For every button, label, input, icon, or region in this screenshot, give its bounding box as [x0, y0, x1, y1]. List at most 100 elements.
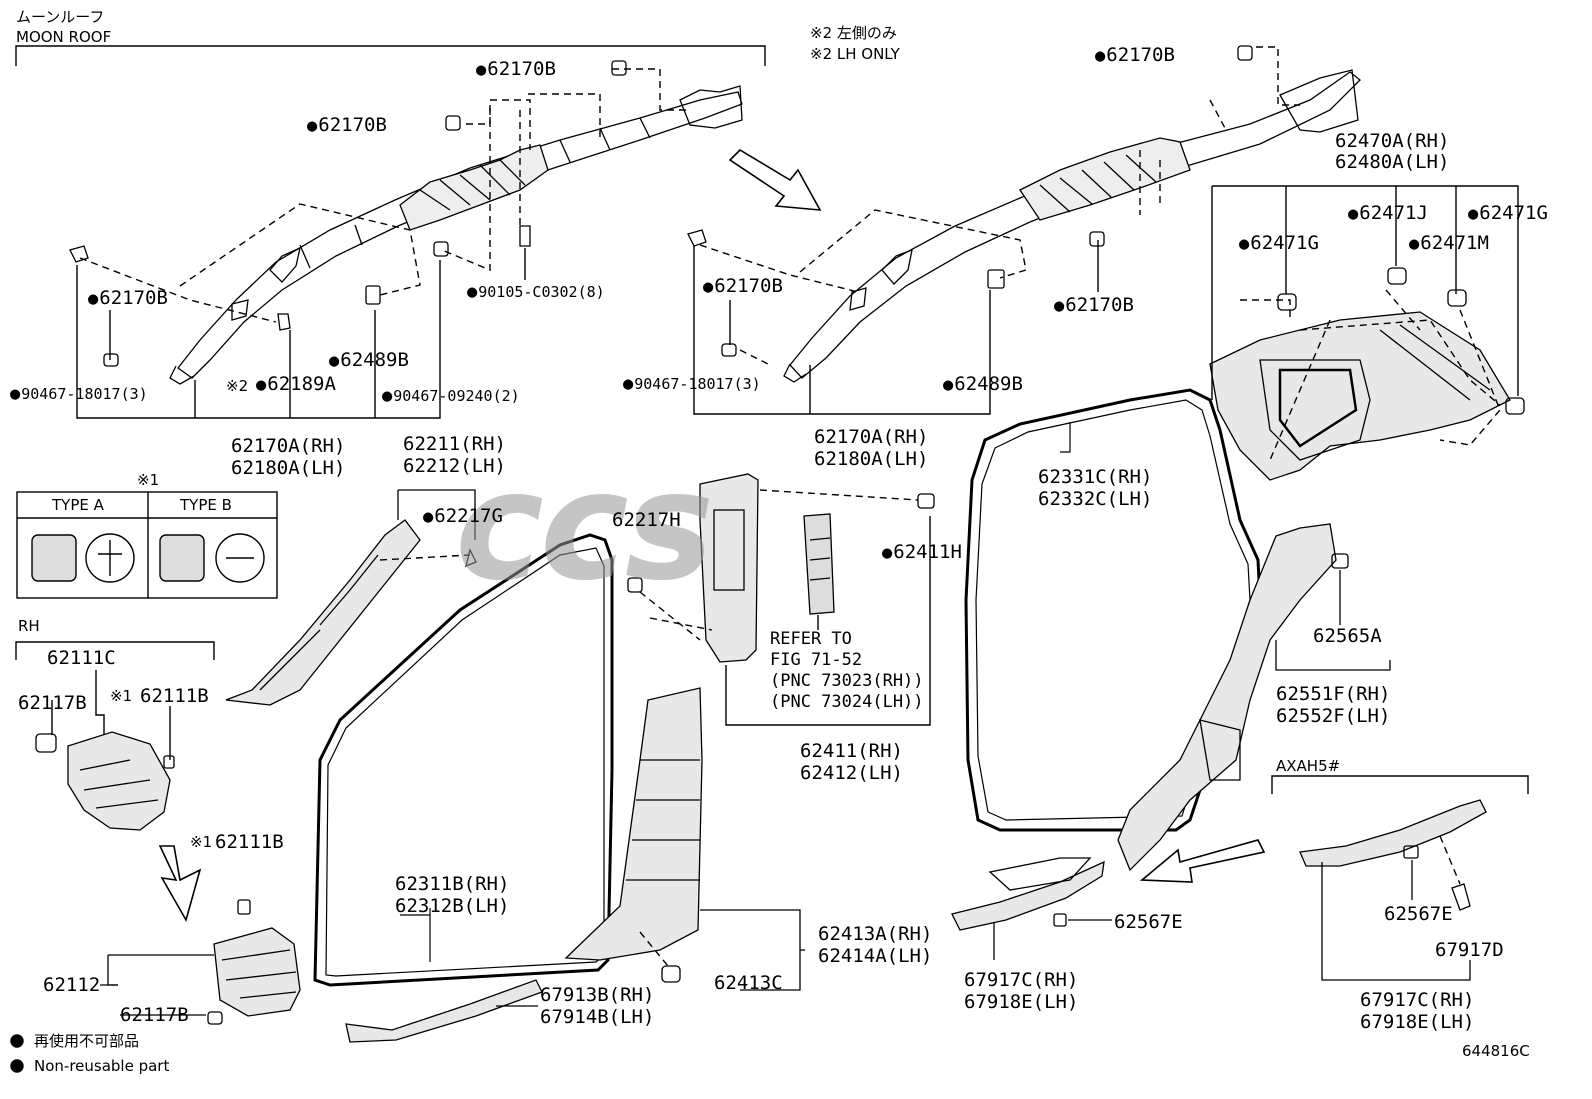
part-label[interactable]: 62170B: [703, 276, 783, 298]
part-label[interactable]: 90467-18017(3): [10, 386, 147, 403]
part-label[interactable]: 62117B: [18, 692, 87, 714]
part-label[interactable]: 62332C(LH): [1038, 488, 1153, 510]
part-label[interactable]: 67918E(LH): [964, 991, 1079, 1013]
part-label[interactable]: 67917C(RH): [1360, 989, 1475, 1011]
part-label[interactable]: 62411(RH): [800, 740, 903, 762]
part-label[interactable]: 62471J: [1348, 203, 1428, 225]
fasteners-right-roof: [687, 45, 1253, 357]
roof-rail-left-drawing: [169, 85, 743, 385]
part-label[interactable]: 67918E(LH): [1360, 1011, 1475, 1033]
front-scuff-plate: [345, 979, 543, 1043]
note1-marker: ※1: [110, 687, 133, 705]
part-label[interactable]: 62180A(LH): [814, 448, 929, 470]
footnote-en: Non-reusable part: [34, 1057, 170, 1075]
legend-type-b: TYPE B: [180, 496, 232, 514]
part-label[interactable]: 67914B(LH): [540, 1006, 655, 1028]
fasteners-left-roof: [69, 60, 627, 367]
assembly-arrows: [158, 148, 1266, 923]
part-label[interactable]: 67917D: [1435, 939, 1504, 961]
refer-line-1: REFER TO: [770, 629, 852, 649]
part-label[interactable]: 62567E: [1114, 911, 1183, 933]
rh-label: RH: [18, 617, 40, 635]
part-label[interactable]: 62489B: [329, 350, 409, 372]
part-label[interactable]: 62552F(LH): [1276, 705, 1391, 727]
front-door-weatherstrip: [313, 533, 614, 987]
b-pillar-lower: [564, 687, 805, 991]
a-pillar-trim: [225, 489, 477, 706]
moon-roof-en-label: MOON ROOF: [16, 28, 112, 46]
legend-type-a: TYPE A: [52, 496, 104, 514]
part-label[interactable]: 62180A(LH): [231, 457, 346, 479]
part-label[interactable]: 62170B: [1054, 295, 1134, 317]
part-label[interactable]: 62471G: [1239, 233, 1319, 255]
part-label[interactable]: 62117B: [120, 1004, 189, 1026]
roof-rail-right-drawing: [783, 69, 1361, 383]
part-label[interactable]: 67917C(RH): [964, 969, 1079, 991]
note2-jp-label: ※2 左側のみ: [810, 24, 897, 42]
part-label[interactable]: 62551F(RH): [1276, 683, 1391, 705]
part-label[interactable]: 62170A(RH): [814, 426, 929, 448]
axah-scuff-plate: [1299, 799, 1487, 981]
part-label[interactable]: 62311B(RH): [395, 873, 510, 895]
b-pillar-leaders: [639, 489, 919, 641]
part-label[interactable]: 62170B: [307, 115, 387, 137]
a-pillar-leaders: [379, 554, 471, 561]
rh-bracket: [15, 641, 215, 760]
part-label[interactable]: 62414A(LH): [818, 945, 933, 967]
rear-scuff-plate: [951, 857, 1112, 960]
refer-line-4: (PNC 73024(LH)): [770, 692, 924, 712]
axah-label: AXAH5#: [1276, 757, 1341, 775]
part-label[interactable]: 62111B: [215, 831, 284, 853]
footnote-jp: 再使用不可部品: [34, 1032, 140, 1050]
part-label[interactable]: 90467-09240(2): [382, 388, 519, 405]
part-label[interactable]: 62170B: [476, 59, 556, 81]
rear-quarter-upper: [1209, 311, 1511, 481]
moon-roof-jp-label: ムーンルーフ: [16, 8, 105, 26]
b-pillar-bracket: [725, 516, 931, 726]
part-label[interactable]: 62489B: [943, 374, 1023, 396]
fasteners-rear-quarter: [1277, 267, 1525, 415]
roof-rail-left-leaders: [79, 68, 690, 323]
part-label[interactable]: 62413C: [714, 972, 783, 994]
part-label[interactable]: 62471G: [1468, 203, 1548, 225]
part-label[interactable]: 62470A(RH): [1335, 130, 1450, 152]
part-label[interactable]: 62412(LH): [800, 762, 903, 784]
part-label[interactable]: 62170B: [1095, 45, 1175, 67]
part-label[interactable]: 62411H: [882, 542, 962, 564]
part-label[interactable]: 62217G: [423, 506, 503, 528]
rear-quarter-leaders: [1240, 289, 1501, 461]
rh-cowl-panel: [35, 731, 175, 831]
part-label[interactable]: 62312B(LH): [395, 895, 510, 917]
note1-marker: ※1: [190, 833, 213, 851]
part-label[interactable]: 62170A(RH): [231, 435, 346, 457]
part-label[interactable]: 62112: [43, 974, 101, 996]
part-label[interactable]: 62565A: [1313, 625, 1382, 647]
part-label[interactable]: 62471M: [1409, 233, 1489, 255]
note2-en-label: ※2 LH ONLY: [810, 45, 900, 63]
part-label[interactable]: 62413A(RH): [818, 923, 933, 945]
refer-line-3: (PNC 73023(RH)): [770, 671, 924, 691]
legend-table: [16, 491, 278, 599]
part-label[interactable]: 62567E: [1384, 903, 1453, 925]
lower-cowl-panel: [100, 899, 301, 1025]
roof-rail-right-solid-leaders: [693, 240, 1099, 415]
refer-line-2[interactable]: FIG 71-52: [770, 650, 863, 670]
roof-rail-right-leaders: [699, 46, 1300, 366]
part-label[interactable]: 62331C(RH): [1038, 466, 1153, 488]
part-label[interactable]: 62189A: [256, 374, 336, 396]
part-label[interactable]: 62217H: [612, 509, 681, 531]
part-label[interactable]: 62111B: [140, 685, 209, 707]
part-label[interactable]: 62170B: [88, 288, 168, 310]
part-label[interactable]: 90467-18017(3): [623, 376, 760, 393]
part-label[interactable]: 62111C: [47, 647, 116, 669]
figure-code: 644816C: [1462, 1042, 1530, 1060]
axah-bracket: [1271, 775, 1529, 794]
legend-title: ※1: [137, 471, 160, 489]
part-label[interactable]: 62212(LH): [403, 455, 506, 477]
part-label[interactable]: 62480A(LH): [1335, 151, 1450, 173]
b-pillar-upper: [627, 473, 935, 663]
part-label[interactable]: 67913B(RH): [540, 984, 655, 1006]
part-label[interactable]: 90105-C0302(8): [467, 284, 604, 301]
part-label[interactable]: 62211(RH): [403, 433, 506, 455]
